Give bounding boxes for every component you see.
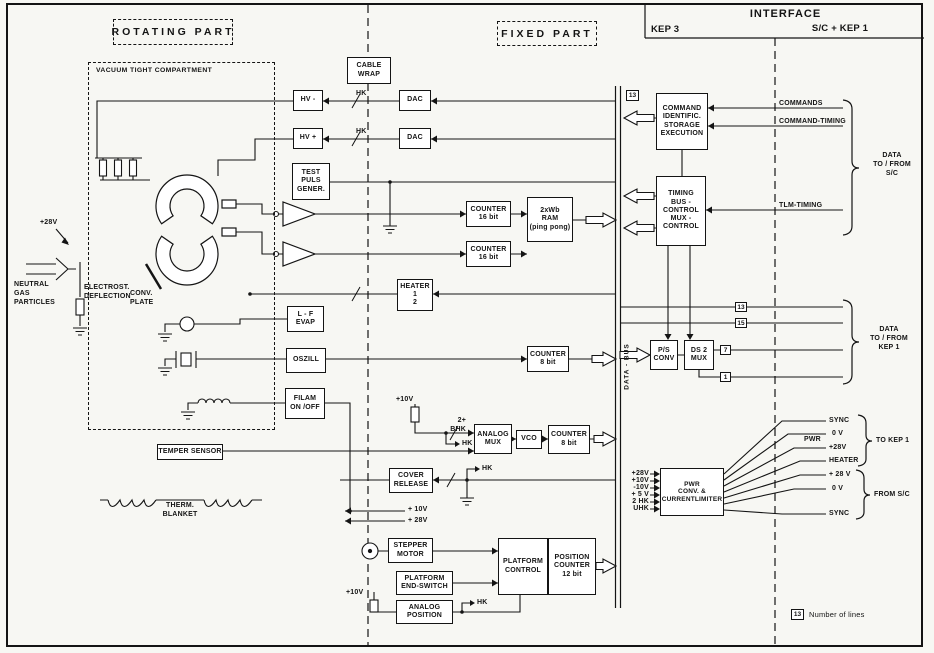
bhk-label: 2+ BHK (450, 417, 466, 433)
hv-minus-box: HV - (293, 90, 323, 111)
rail-28v-label: + 28V (408, 517, 428, 524)
counter-8bit-box-2: COUNTER 8 bit (548, 425, 590, 454)
cable-wrap-box: CABLE WRAP (347, 57, 391, 84)
sc-kep1-label: S/C + KEP 1 (811, 23, 869, 34)
ground-symbols (73, 225, 474, 506)
test-pulse-generator-box: TEST PULS GENER. (292, 163, 330, 200)
bundle-tick-marks (351, 93, 459, 488)
ram-box: 2xWb RAM (ping pong) (527, 197, 573, 242)
pwr-input-label-2: +10V (631, 477, 649, 484)
command-identific-box: COMMAND IDENTIFIC. STORAGE EXECUTION (656, 93, 708, 150)
cover-release-box: COVER RELEASE (389, 468, 433, 493)
electrostatic-deflection-label: ELECTROST. DEFLECTION (84, 284, 131, 300)
therm-blanket-label: THERM. BLANKET (162, 502, 198, 518)
hk-label-1: HK (356, 90, 367, 97)
data-to-from-sc-label: DATA TO / FROM S/C (873, 152, 911, 177)
hk-label-3: HK (462, 440, 473, 447)
commands-label: COMMANDS (779, 100, 823, 107)
plus28v-in-label: + 28 V (829, 471, 851, 478)
section-dividers (367, 5, 924, 646)
counter-8bit-box-1: COUNTER 8 bit (527, 346, 569, 372)
pwr-converter-box: PWR CONV. & CURRENTLIMITER (660, 468, 724, 516)
pwr-input-label-3: -10V (633, 484, 649, 491)
legend-text: Number of lines (809, 610, 865, 619)
command-timing-label: COMMAND-TIMING (779, 118, 846, 125)
data-bus-label: DATA - BUS (623, 343, 631, 390)
lf-evap-box: L - F EVAP (287, 306, 324, 332)
rail-10v-label: + 10V (408, 506, 428, 513)
filament-onoff-box: FILAM ON /OFF (285, 388, 325, 419)
interface-header: INTERFACE (749, 8, 822, 20)
data-bus-lines (614, 86, 622, 608)
hv-plus-box: HV + (293, 128, 323, 149)
heater-box: HEATER 1 2 (397, 279, 433, 311)
to-kep1-label: TO KEP 1 (876, 437, 910, 444)
platform-end-switch-box: PLATFORM END-SWITCH (396, 571, 453, 595)
plus28v-out-label: +28V (829, 444, 847, 451)
line-count-top: 13 (626, 90, 639, 101)
pwr-input-label-1: +28V (631, 470, 649, 477)
pwr-label: PWR (804, 436, 821, 443)
vacuum-compartment-outline (88, 62, 275, 430)
line-count-kep1-b: 15 (735, 318, 747, 328)
page-frame (6, 3, 923, 647)
hk-label-5: HK (477, 599, 488, 606)
timing-bus-control-box: TIMING BUS - CONTROL MUX - CONTROL (656, 176, 706, 246)
fixed-part-header: FIXED PART (497, 21, 597, 46)
neutral-gas-label: NEUTRAL GAS PARTICLES (14, 281, 55, 306)
ps-conv-box: P/S CONV (650, 340, 678, 370)
hk-label-4: HK (482, 465, 493, 472)
stepper-motor-box: STEPPER MOTOR (388, 538, 433, 563)
legend-number-box: 13 (791, 609, 804, 620)
dac-box-2: DAC (399, 128, 431, 149)
zero-v-label-1: 0 V (832, 430, 844, 437)
line-count-mux-a: 7 (720, 345, 731, 355)
pwr-input-label-5: 2 HK (632, 498, 649, 505)
dac-box-1: DAC (399, 90, 431, 111)
plus10v-switch-label: +10V (346, 589, 364, 596)
plus10v-mux-label: +10V (396, 396, 414, 403)
component-symbols (75, 159, 420, 613)
kep3-label: KEP 3 (651, 24, 680, 35)
detector-optics (155, 174, 237, 286)
from-sc-label: FROM S/C (874, 491, 910, 498)
vco-box: VCO (516, 430, 542, 449)
analog-mux-box: ANALOG MUX (474, 424, 512, 454)
ds2-mux-box: DS 2 MUX (684, 340, 714, 370)
pwr-input-label-4: + 5 V (631, 491, 649, 498)
vacuum-compartment-label: VACUUM TIGHT COMPARTMENT (96, 67, 213, 74)
data-to-from-kep1-label: DATA TO / FROM KEP 1 (870, 326, 908, 351)
line-count-mux-b: 1 (720, 372, 731, 382)
temper-sensor-box: TEMPER SENSOR (157, 444, 223, 460)
oszill-box: OSZILL (286, 348, 326, 373)
counter-16bit-box-1: COUNTER 16 bit (466, 201, 511, 227)
conversion-plate-symbol (144, 263, 163, 290)
bus-block-arrows (585, 110, 655, 574)
counter-16bit-box-2: COUNTER 16 bit (466, 241, 511, 267)
heater-out-label: HEATER (829, 457, 859, 464)
wires (26, 100, 843, 613)
conv-plate-label: CONV. PLATE (130, 290, 154, 306)
zero-v-label-2: 0 V (832, 485, 844, 492)
rotating-part-header: ROTATING PART (112, 19, 233, 45)
line-count-kep1-a: 13 (735, 302, 747, 312)
sync-label-2: SYNC (829, 510, 850, 517)
platform-control-box: PLATFORM CONTROL (498, 538, 548, 595)
sync-label-1: SYNC (829, 417, 850, 424)
amplifier-triangles (282, 201, 317, 267)
hk-label-2: HK (356, 128, 367, 135)
position-counter-box: POSITION COUNTER 12 bit (548, 538, 596, 595)
plus28v-top-label: +28V (40, 219, 58, 226)
analog-position-box: ANALOG POSITION (396, 600, 453, 624)
junction-dots (248, 180, 469, 614)
grouping-braces (842, 99, 873, 520)
pwr-input-label-6: UHK (633, 505, 649, 512)
tlm-timing-label: TLM-TIMING (779, 202, 823, 209)
